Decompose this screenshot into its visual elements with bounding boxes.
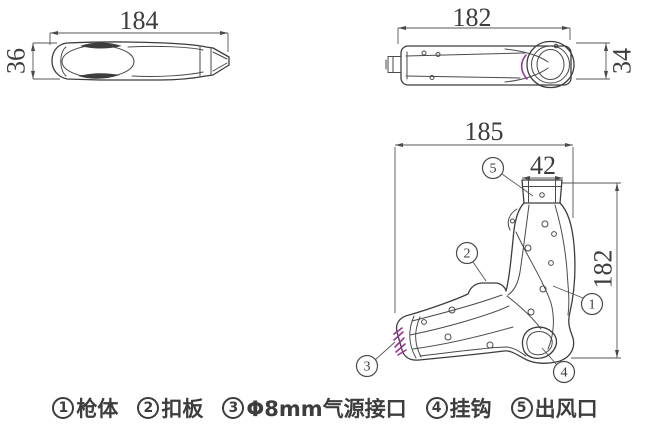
legend: 1 枪体 2 扣板 3 Φ8mm气源接口 4 挂钩 5 出风口: [0, 393, 650, 423]
legend-item-hook: 4 挂钩: [425, 393, 492, 423]
dim-height-34: 34: [608, 48, 637, 74]
callouts: 1 2 3 4 5: [355, 156, 604, 384]
front-view-dimensions: 185 42 182: [394, 117, 621, 359]
svg-text:2: 2: [464, 247, 471, 262]
side-profile-dimensions: 184 36: [2, 6, 229, 80]
air-inlet-nub: [387, 56, 402, 73]
nozzle-cone: [212, 51, 228, 72]
accent-seam: [520, 54, 528, 80]
dim-length-182: 182: [453, 3, 492, 32]
handle-loop-inner: [531, 45, 570, 84]
handle-end-cap: [409, 315, 422, 359]
dim-height-182: 182: [589, 250, 618, 289]
legend-num-2: 2: [137, 397, 160, 419]
legend-label-trigger: 扣板: [161, 397, 204, 421]
legend-num-5: 5: [510, 397, 533, 419]
legend-label-air-inlet: Φ8mm气源接口: [246, 397, 407, 421]
legend-item-air-outlet: 5 出风口: [510, 393, 598, 423]
screw-holes: [421, 220, 557, 349]
legend-num-3: 3: [222, 397, 245, 419]
dim-outlet-42: 42: [530, 151, 556, 180]
top-profile-view: [385, 40, 575, 89]
callout-2-trigger: 2: [455, 241, 487, 282]
dim-width-185: 185: [465, 117, 504, 146]
svg-text:3: 3: [364, 360, 371, 375]
legend-num-1: 1: [52, 397, 75, 419]
callout-1-gun-body: 1: [552, 285, 604, 316]
legend-label-gun-body: 枪体: [76, 397, 119, 421]
callout-3-air-inlet: 3: [355, 341, 396, 378]
air-inlet-hatch: [393, 327, 407, 356]
gun-body-outline: [395, 202, 576, 364]
callout-4-hook: 4: [541, 347, 576, 384]
legend-label-hook: 挂钩: [449, 397, 492, 421]
hook-inner: [526, 331, 553, 356]
front-view: [393, 179, 576, 364]
legend-item-gun-body: 1 枪体: [52, 393, 118, 423]
side-profile-outline: [51, 41, 230, 81]
legend-label-air-outlet: 出风口: [534, 397, 598, 421]
svg-text:5: 5: [490, 162, 497, 177]
svg-text:4: 4: [561, 366, 568, 381]
handle-loop-outer: [526, 40, 575, 89]
legend-item-trigger: 2 扣板: [137, 393, 203, 423]
top-profile-body: [400, 45, 572, 86]
trigger-edge-shade: [80, 42, 122, 49]
dim-height-36: 36: [2, 48, 31, 74]
grip-opening: [61, 45, 135, 78]
callout-5-air-outlet: 5: [481, 156, 534, 197]
legend-num-4: 4: [425, 397, 448, 419]
svg-text:1: 1: [589, 298, 596, 313]
dim-length-184: 184: [120, 6, 159, 35]
hook-outer: [521, 326, 558, 359]
legend-item-air-inlet: 3 Φ8mm气源接口: [222, 393, 407, 423]
top-profile-dimensions: 182 34: [397, 3, 637, 80]
side-profile-view: [51, 41, 230, 81]
